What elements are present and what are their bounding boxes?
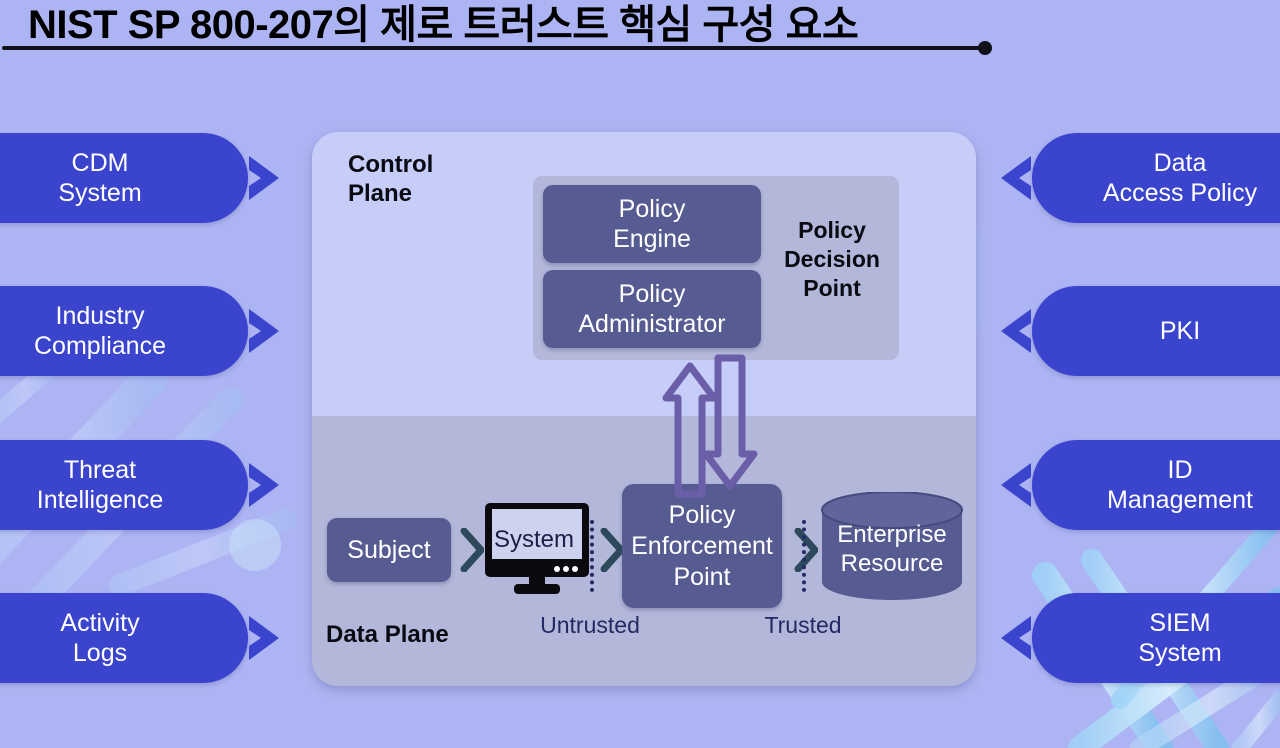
policy-engine-box[interactable]: Policy Engine [543,185,761,263]
zero-trust-architecture-container: Control Plane Policy Engine Policy Admin… [312,132,976,686]
chevron-right-icon [249,309,279,353]
source-pill-data-access-policy[interactable]: Data Access Policy [1032,133,1280,223]
arrow-up-icon [662,362,718,498]
policy-enforcement-point-box[interactable]: Policy Enforcement Point [622,484,782,608]
policy-enforcement-point-label: Policy Enforcement Point [631,500,773,591]
source-pill-industry-compliance[interactable]: Industry Compliance [0,286,248,376]
source-pill-label: ID Management [1107,456,1253,514]
system-label: System [493,526,574,553]
subject-node[interactable]: Subject [327,518,451,582]
control-plane-region: Control Plane Policy Engine Policy Admin… [312,132,976,416]
chevron-left-icon [1001,156,1031,200]
title-underline-dot [978,41,992,55]
trusted-boundary-line [802,520,806,592]
monitor-icon [485,503,589,594]
plane-exchange-arrows [662,354,758,498]
chevron-right-icon [249,616,279,660]
policy-decision-point-group: Policy Engine Policy Administrator Polic… [533,176,899,360]
database-cylinder-icon [821,491,963,600]
source-pill-activity-logs[interactable]: Activity Logs [0,593,248,683]
control-plane-label: Control Plane [348,151,434,207]
source-pill-label: SIEM System [1138,609,1222,667]
source-pill-label: Data Access Policy [1102,149,1258,207]
untrusted-label: Untrusted [540,612,640,638]
enterprise-resource-label: Enterprise Resource [837,521,947,577]
source-pill-label: Threat Intelligence [36,456,164,514]
source-pill-threat-intelligence[interactable]: Threat Intelligence [0,440,248,530]
data-plane-label: Data Plane [326,621,449,648]
chevron-right-icon [249,156,279,200]
source-pill-siem-system[interactable]: SIEM System [1032,593,1280,683]
source-pill-label: PKI [1159,317,1201,345]
system-node[interactable]: System [482,500,592,596]
source-pill-label: CDM System [58,149,142,207]
chevron-right-icon [600,528,624,572]
page-title: NIST SP 800-207의 제로 트러스트 핵심 구성 요소 [28,3,859,47]
data-plane-region: Data Plane Subject System Policy Enforce… [312,416,976,686]
policy-decision-point-label: Policy Decision Point [784,217,880,301]
subject-label: Subject [347,535,431,564]
source-pill-id-management[interactable]: ID Management [1032,440,1280,530]
untrusted-boundary-line [590,520,594,592]
source-pill-label: Activity Logs [60,609,140,667]
source-pill-cdm-system[interactable]: CDM System [0,133,248,223]
trusted-label: Trusted [764,612,842,638]
policy-administrator-box[interactable]: Policy Administrator [543,270,761,348]
chevron-left-icon [1001,616,1031,660]
arrow-down-icon [702,354,758,490]
chevron-left-icon [1001,463,1031,507]
title-underline [2,46,984,50]
chevron-right-icon [249,463,279,507]
chevron-right-icon [460,528,484,572]
enterprise-resource-node[interactable]: Enterprise Resource [818,491,966,600]
title-block: NIST SP 800-207의 제로 트러스트 핵심 구성 요소 [2,2,1008,60]
chevron-right-icon [794,528,818,572]
chevron-left-icon [1001,309,1031,353]
policy-engine-label: Policy Engine [613,195,691,253]
source-pill-pki[interactable]: PKI [1032,286,1280,376]
policy-administrator-label: Policy Administrator [578,280,726,338]
source-pill-label: Industry Compliance [33,302,166,360]
